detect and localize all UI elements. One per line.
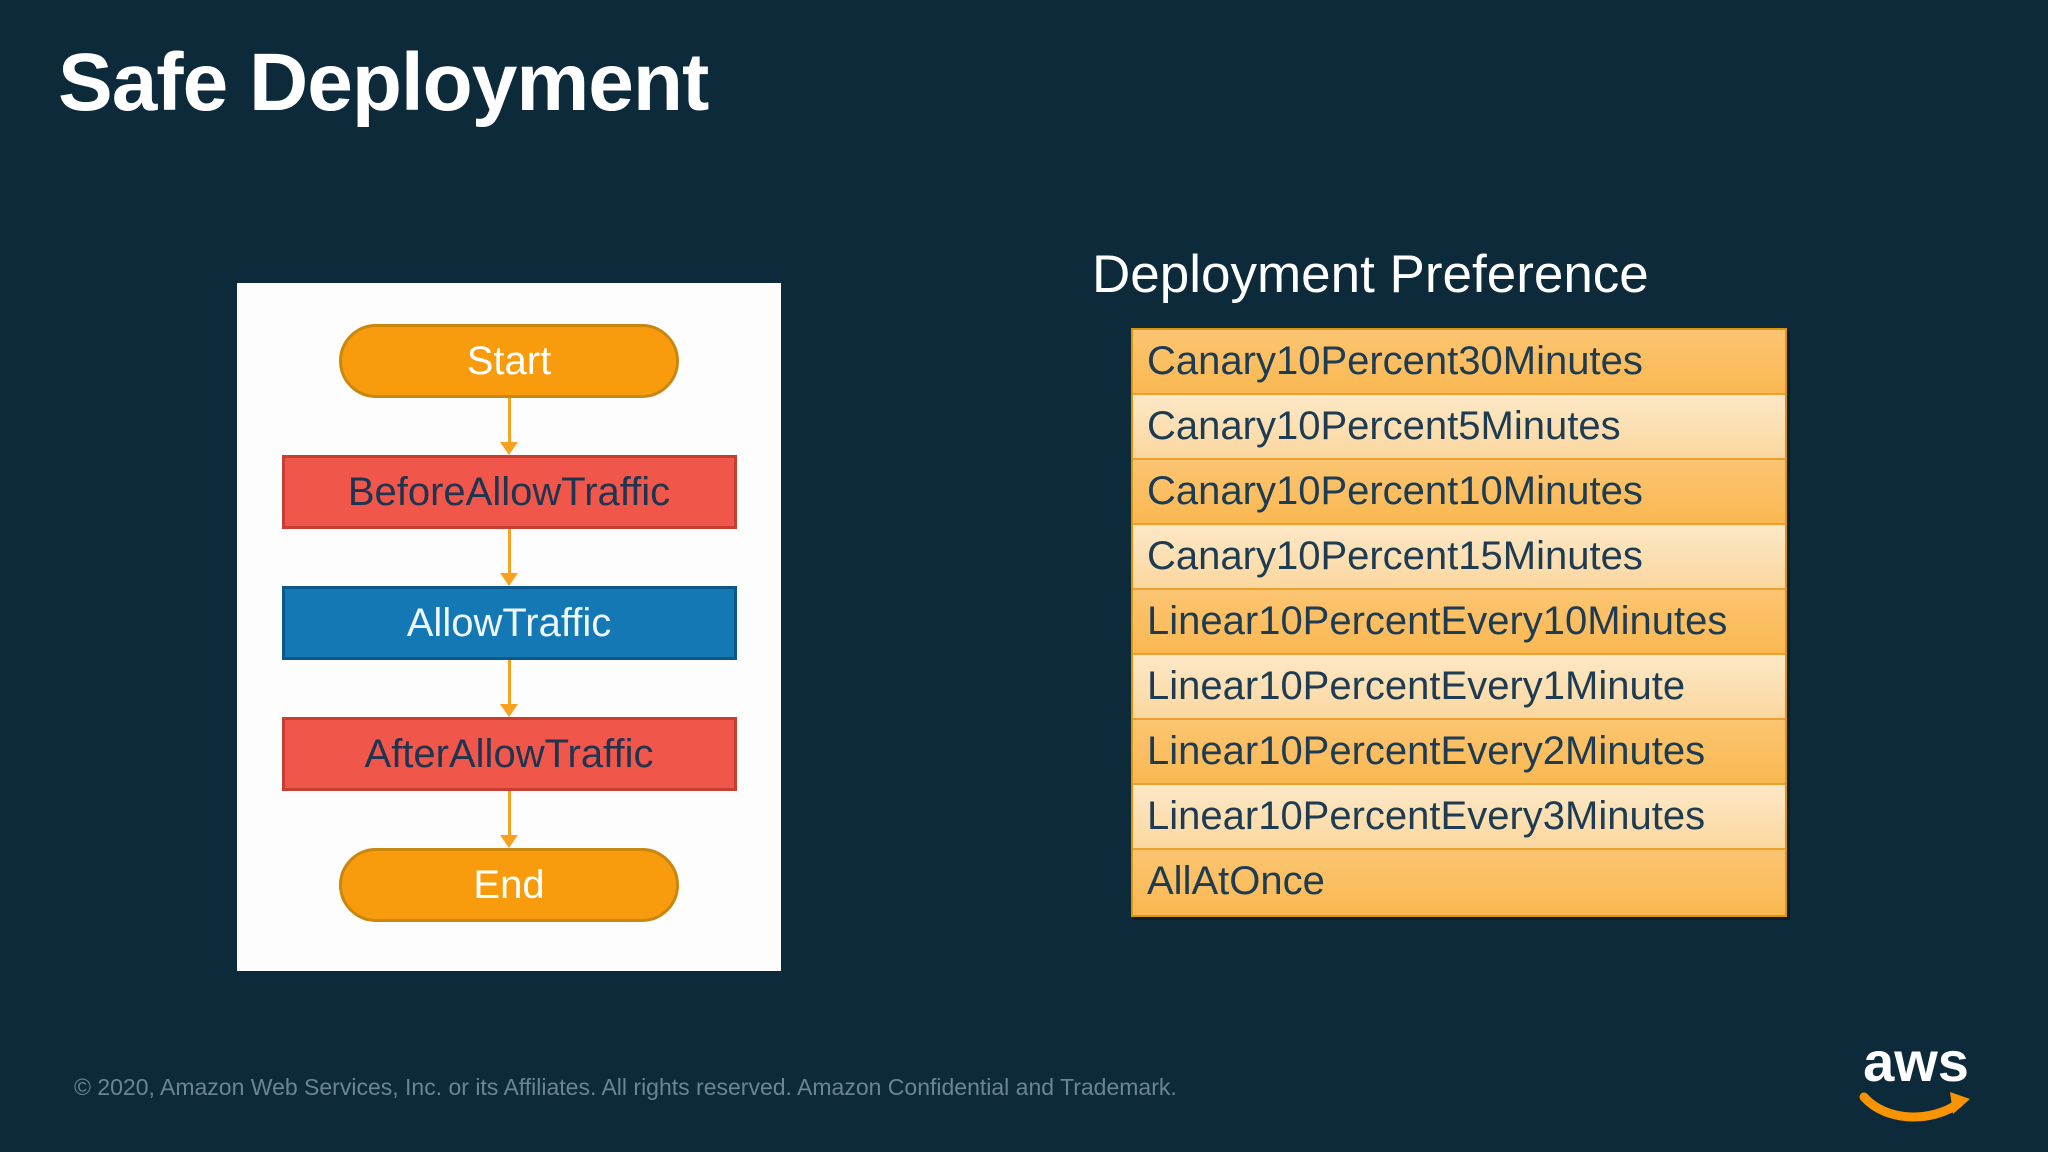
flow-node-start: Start bbox=[339, 324, 679, 398]
arrow-down-icon bbox=[499, 660, 519, 717]
arrow-down-icon bbox=[499, 529, 519, 586]
preference-row: Canary10Percent15Minutes bbox=[1133, 525, 1785, 590]
copyright-text: © 2020, Amazon Web Services, Inc. or its… bbox=[74, 1074, 1177, 1100]
arrow-down-icon bbox=[499, 398, 519, 455]
preference-row: Canary10Percent30Minutes bbox=[1133, 330, 1785, 395]
aws-logo-text: aws bbox=[1863, 1030, 1969, 1093]
flow-node-end: End bbox=[339, 848, 679, 922]
deployment-preference-heading: Deployment Preference bbox=[1092, 245, 1649, 304]
preference-row: Linear10PercentEvery1Minute bbox=[1133, 655, 1785, 720]
preference-row: Linear10PercentEvery3Minutes bbox=[1133, 785, 1785, 850]
flow-node-after-allow-traffic: AfterAllowTraffic bbox=[281, 717, 737, 791]
preference-row: Linear10PercentEvery10Minutes bbox=[1133, 590, 1785, 655]
aws-logo: aws bbox=[1856, 1030, 1976, 1126]
flowchart-panel: Start BeforeAllowTraffic AllowTraffic Af… bbox=[237, 283, 781, 971]
preference-row: Linear10PercentEvery2Minutes bbox=[1133, 720, 1785, 785]
preference-row: Canary10Percent5Minutes bbox=[1133, 395, 1785, 460]
flow-node-before-allow-traffic: BeforeAllowTraffic bbox=[281, 455, 737, 529]
preference-row: AllAtOnce bbox=[1133, 850, 1785, 915]
deployment-preference-table: Canary10Percent30Minutes Canary10Percent… bbox=[1131, 328, 1787, 917]
page-title: Safe Deployment bbox=[58, 37, 709, 128]
preference-row: Canary10Percent10Minutes bbox=[1133, 460, 1785, 525]
flow-node-allow-traffic: AllowTraffic bbox=[281, 586, 737, 660]
aws-smile-icon bbox=[1859, 1092, 1970, 1122]
arrow-down-icon bbox=[499, 791, 519, 848]
